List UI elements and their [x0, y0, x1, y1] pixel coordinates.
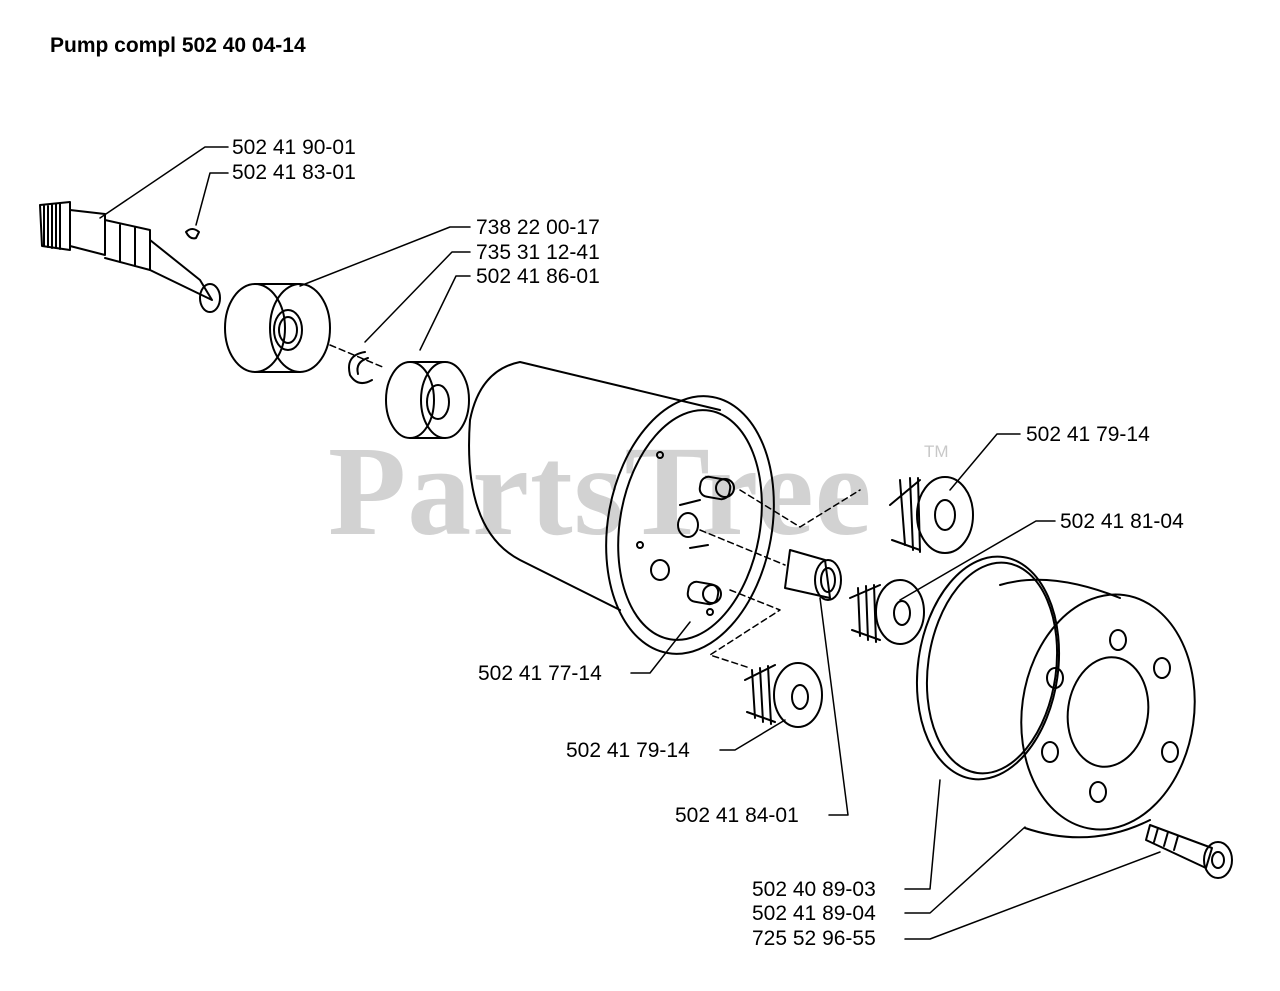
gear-lower-part — [744, 662, 823, 728]
leader-gear-lower — [719, 719, 786, 751]
leader-circlip — [364, 251, 471, 343]
leader-bearing-large — [299, 226, 471, 287]
leader-o-ring — [904, 779, 941, 890]
part-number-circlip[interactable]: 735 31 12-41 — [476, 241, 600, 264]
part-number-gear-lower[interactable]: 502 41 79-14 — [566, 739, 690, 762]
cover-part — [999, 578, 1196, 839]
bearing-small-part — [385, 361, 470, 439]
shaft-part — [39, 201, 221, 313]
leader-screw — [904, 851, 1161, 940]
pump-housing-part — [468, 361, 775, 655]
leader-shaft — [99, 146, 229, 219]
leader-sleeve — [819, 597, 849, 816]
sleeve-part — [784, 549, 842, 601]
part-number-gear-middle[interactable]: 502 41 81-04 — [1060, 510, 1184, 533]
part-number-sleeve[interactable]: 502 41 84-01 — [675, 804, 799, 827]
key-part — [185, 228, 200, 240]
watermark-trademark: TM — [924, 442, 949, 461]
leader-gear-middle — [899, 520, 1056, 601]
part-number-bearing-small[interactable]: 502 41 86-01 — [476, 265, 600, 288]
leader-key — [195, 172, 229, 226]
part-number-key[interactable]: 502 41 83-01 — [232, 161, 356, 184]
leader-bearing-small — [419, 275, 471, 351]
leader-cover — [904, 826, 1026, 914]
circlip-part — [348, 351, 373, 385]
part-number-cover[interactable]: 502 41 89-04 — [752, 902, 876, 925]
leader-housing — [630, 621, 691, 674]
leader-lines — [99, 146, 1161, 940]
part-number-shaft[interactable]: 502 41 90-01 — [232, 136, 356, 159]
gear-upper-part — [889, 476, 974, 554]
leader-gear-upper — [949, 433, 1021, 491]
bearing-large-part — [224, 283, 331, 373]
part-number-screw[interactable]: 725 52 96-55 — [752, 927, 876, 950]
watermark-text: PartsTree — [328, 420, 873, 562]
o-ring-part — [915, 555, 1061, 781]
part-number-o-ring[interactable]: 502 40 89-03 — [752, 878, 876, 901]
gear-middle-part — [849, 579, 925, 645]
diagram-title: Pump compl 502 40 04-14 — [50, 34, 306, 57]
screw-part — [1145, 824, 1233, 879]
part-number-bearing-large[interactable]: 738 22 00-17 — [476, 216, 600, 239]
part-number-gear-upper[interactable]: 502 41 79-14 — [1026, 423, 1150, 446]
part-number-housing[interactable]: 502 41 77-14 — [478, 662, 602, 685]
